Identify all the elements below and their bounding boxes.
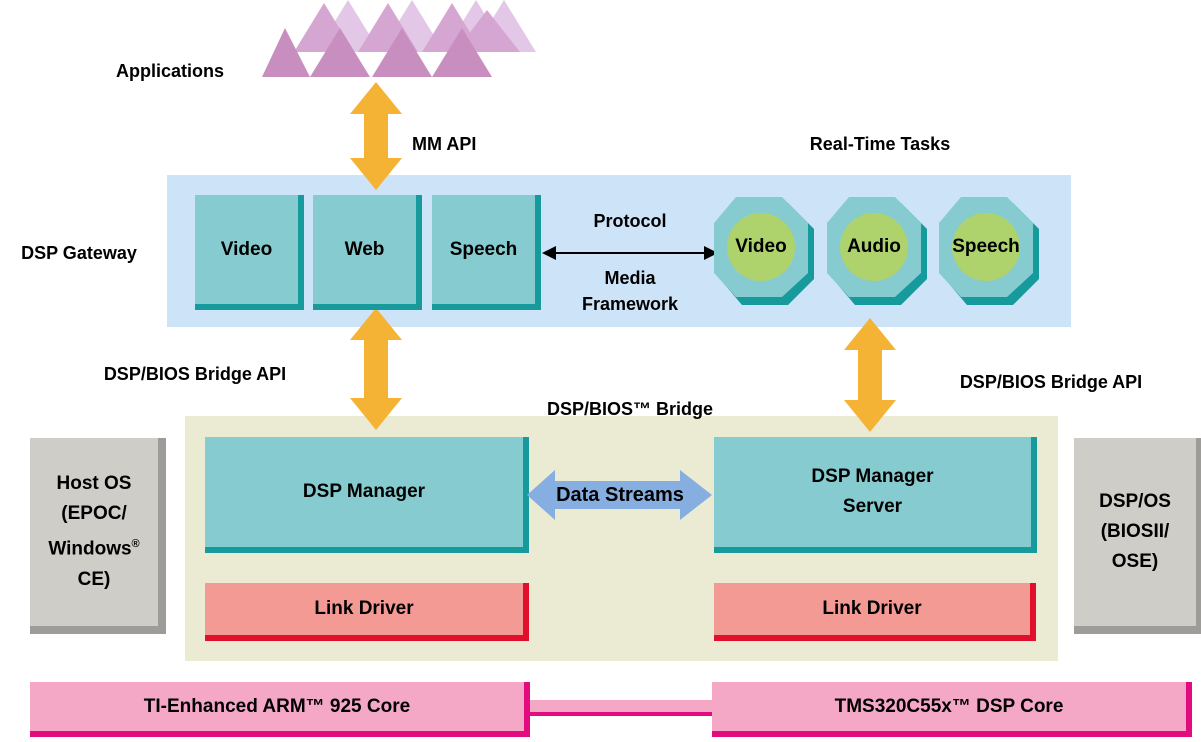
media-framework-label: Media Framework [581, 268, 679, 314]
task-label-speech: Speech [952, 236, 1020, 257]
real-time-tasks-label: Real-Time Tasks [809, 134, 951, 154]
gateway-block-web: Web [313, 195, 422, 310]
task-label-video: Video [735, 236, 787, 257]
bridge-api-label-right: DSP/BIOS Bridge API [959, 372, 1143, 392]
core-connector [526, 700, 716, 716]
task-label-audio: Audio [847, 236, 901, 257]
task-speech: Speech [939, 197, 1041, 305]
bridge-api-arrow-right [844, 318, 896, 432]
host-os-line1: Host OS [56, 473, 132, 495]
host-os-box: Host OS (EPOC/ Windows® CE) [30, 438, 166, 634]
task-audio: Audio [827, 197, 929, 305]
dsp-bios-bridge-label: DSP/BIOS™ Bridge [546, 399, 714, 419]
gateway-block-speech: Speech [432, 195, 541, 310]
data-streams-label: Data Streams [556, 484, 684, 506]
host-os-line4: CE) [77, 568, 111, 590]
mm-api-arrow [350, 82, 402, 190]
dsp-core-block: TMS320C55x™ DSP Core [712, 682, 1192, 737]
host-os-line2: (EPOC/ [61, 503, 127, 525]
task-video: Video [714, 197, 816, 305]
arm-core-block: TI-Enhanced ARM™ 925 Core [30, 682, 530, 737]
dsp-os-box: DSP/OS (BIOSII/ OSE) [1074, 438, 1201, 634]
bridge-api-arrow-left [350, 308, 402, 430]
gateway-block-video: Video [195, 195, 304, 310]
dsp-gateway-label: DSP Gateway [21, 243, 137, 263]
link-driver-right: Link Driver [714, 583, 1036, 641]
mm-api-label: MM API [412, 134, 477, 154]
applications-label: Applications [115, 61, 224, 81]
bridge-api-label-left: DSP/BIOS Bridge API [103, 364, 287, 384]
registered-mark: ® [131, 538, 140, 551]
dsp-manager-block: DSP Manager [205, 437, 529, 553]
dsp-manager-server-block: DSP Manager Server [714, 437, 1037, 553]
link-driver-left: Link Driver [205, 583, 529, 641]
host-os-line3: Windows [48, 538, 132, 560]
protocol-label: Protocol [593, 211, 667, 231]
